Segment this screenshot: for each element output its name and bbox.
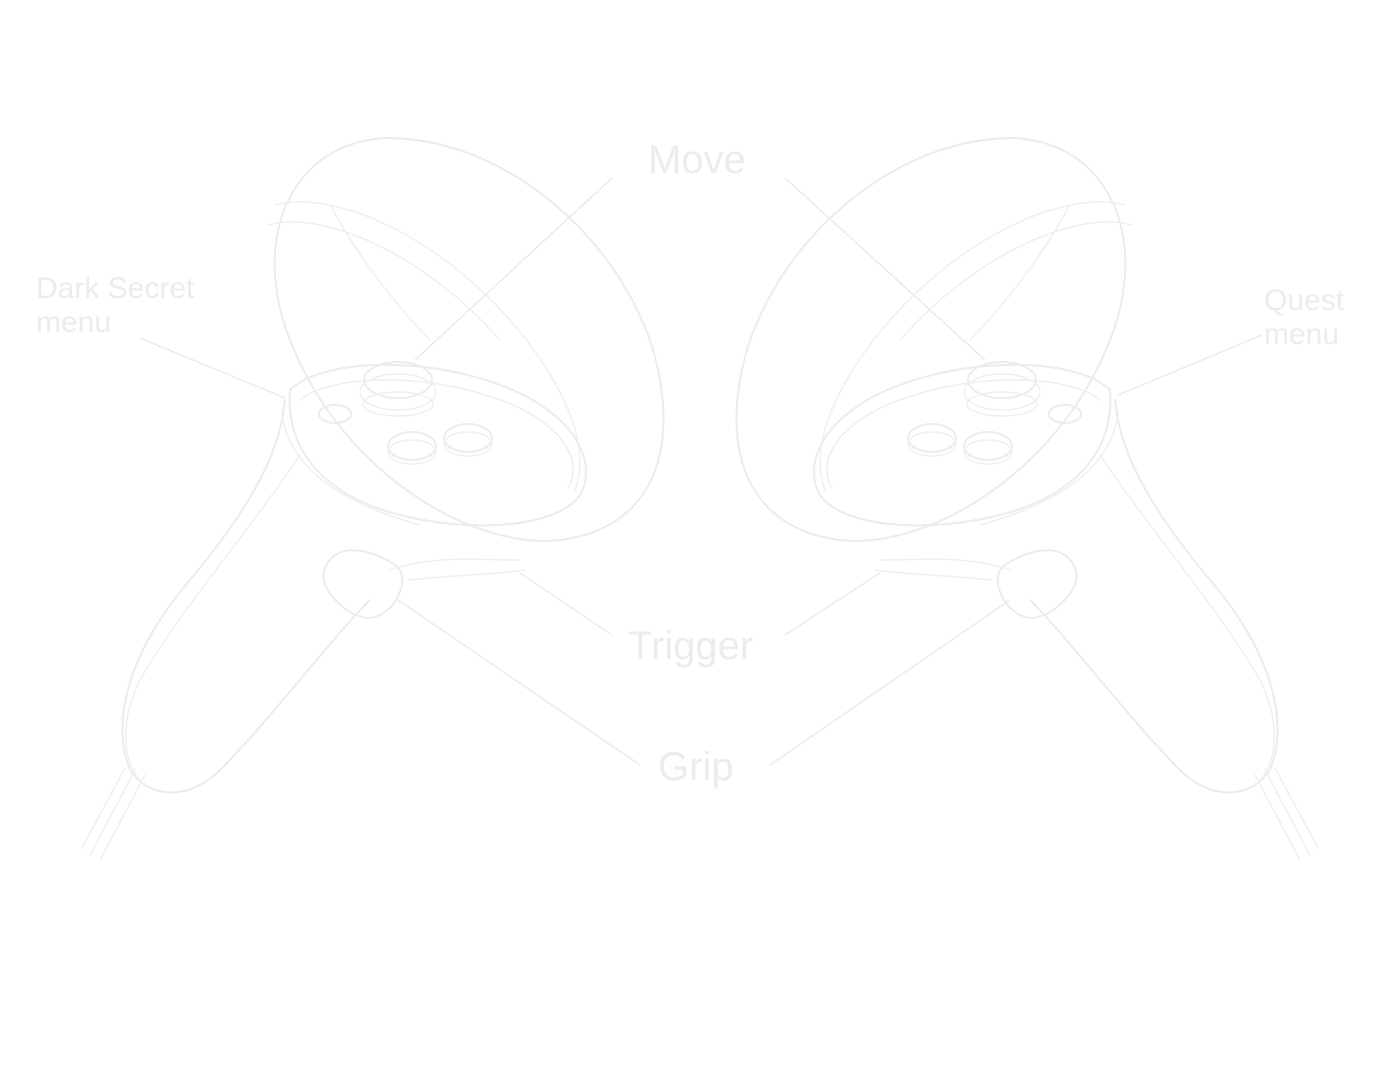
label-quest-menu: Quest menu	[1264, 284, 1344, 351]
right-controller-icon	[735, 137, 1319, 861]
leader-move-left	[414, 177, 613, 361]
label-move: Move	[648, 138, 746, 182]
left-controller-icon	[81, 137, 665, 861]
leader-grip-right	[769, 599, 1011, 766]
label-dark-secret-menu: Dark Secret menu	[36, 272, 194, 339]
leader-quest-menu	[1117, 334, 1263, 396]
label-dark-secret-menu-line2: menu	[36, 305, 112, 339]
label-dark-secret-menu-line1: Dark Secret	[36, 272, 195, 305]
leader-trigger-right	[784, 572, 881, 636]
label-grip: Grip	[658, 745, 734, 789]
leader-trigger-left	[519, 572, 613, 636]
leader-lines	[139, 177, 1263, 766]
leader-dark-secret-menu	[139, 337, 286, 399]
leader-grip-left	[397, 599, 641, 766]
label-trigger: Trigger	[628, 624, 754, 668]
label-quest-menu-line1: Quest	[1264, 284, 1345, 317]
leader-move-right	[784, 177, 986, 361]
label-quest-menu-line2: menu	[1264, 317, 1340, 351]
